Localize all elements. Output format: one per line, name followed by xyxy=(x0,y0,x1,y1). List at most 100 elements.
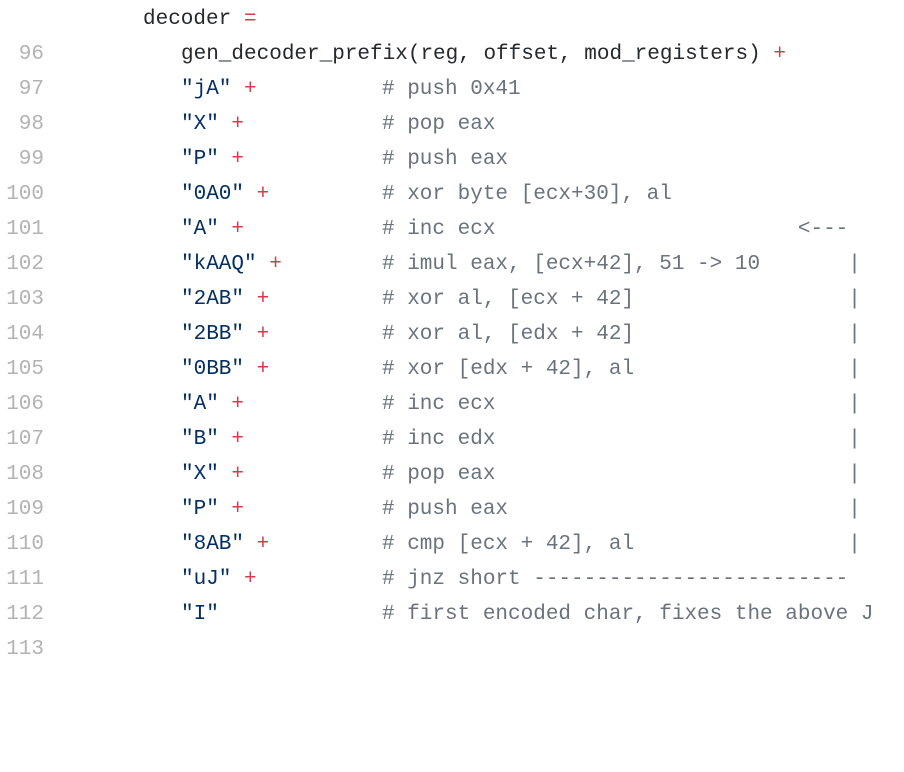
code-text: "2BB" + xyxy=(181,317,269,352)
code-text: "A" + xyxy=(181,387,244,422)
string-literal: "X" xyxy=(181,463,219,486)
comment: # pop eax | xyxy=(382,463,861,486)
string-literal: "2AB" xyxy=(181,288,245,311)
code-text: "X" + xyxy=(181,457,244,492)
comment: # xor al, [ecx + 42] | xyxy=(382,288,861,311)
operator: + xyxy=(256,533,270,556)
operator: + xyxy=(256,358,270,381)
line-number: 106 xyxy=(6,393,44,416)
comment: # xor al, [edx + 42] | xyxy=(382,323,861,346)
line-number: 107 xyxy=(6,428,44,451)
string-literal: "A" xyxy=(181,393,219,416)
code-line: 103 "kAAQ" + # imul eax, [ecx+42], 51 ->… xyxy=(0,247,904,311)
line-number: 100 xyxy=(6,183,44,206)
string-literal: "0A0" xyxy=(181,183,245,206)
operator: + xyxy=(256,323,270,346)
code-line: 109 "X" + # pop eax | xyxy=(0,457,904,521)
code-line: 106 "0BB" + # xor [edx + 42], al | xyxy=(0,352,904,416)
comment: # push eax | xyxy=(382,498,861,521)
line-number: 96 xyxy=(18,43,44,66)
comment: # xor byte [ecx+30], al xyxy=(382,183,672,206)
code-line: 113 "I" # first encoded char, fixes the … xyxy=(0,597,904,661)
line-number: 109 xyxy=(6,498,44,521)
comment: # cmp [ecx + 42], al | xyxy=(382,533,861,556)
code-text: "P" + xyxy=(181,142,244,177)
operator: + xyxy=(256,288,270,311)
line-number: 103 xyxy=(6,288,44,311)
line-number: 99 xyxy=(18,148,44,171)
code-text: "uJ" + xyxy=(181,562,257,597)
code-line: 101 "0A0" + # xor byte [ecx+30], al xyxy=(0,177,904,241)
code-text: "X" + xyxy=(181,107,244,142)
string-literal: "I" xyxy=(181,603,219,626)
code-line: 112 "uJ" + # jnz short -----------------… xyxy=(0,562,904,626)
code-line: 99 "X" + # pop eax xyxy=(0,107,904,171)
operator: = xyxy=(243,8,257,31)
code-text: decoder = xyxy=(143,2,256,37)
code-text: "8AB" + xyxy=(181,527,269,562)
code-text: "A" + xyxy=(181,212,244,247)
line-number: 104 xyxy=(6,323,44,346)
code-text: "B" + xyxy=(181,422,244,457)
operator: + xyxy=(231,393,245,416)
code-text: "I" xyxy=(181,597,219,632)
identifier: decoder xyxy=(143,8,232,31)
line-number: 108 xyxy=(6,463,44,486)
string-literal: "kAAQ" xyxy=(181,253,257,276)
operator: + xyxy=(244,568,257,591)
code-text: "0BB" + xyxy=(181,352,269,387)
operator: + xyxy=(231,463,245,486)
code-line: 98 "jA" + # push 0x41 xyxy=(0,72,904,136)
comment: # jnz short ------------------------- xyxy=(382,568,849,591)
line-number: 102 xyxy=(6,253,44,276)
comment: # push 0x41 xyxy=(382,78,521,101)
comment: # inc edx | xyxy=(382,428,861,451)
comment: # inc ecx <--- xyxy=(382,218,849,241)
line-number: 97 xyxy=(18,78,44,101)
code-line: 100 "P" + # push eax xyxy=(0,142,904,206)
code-line: 111 "8AB" + # cmp [ecx + 42], al | xyxy=(0,527,904,591)
code-text: "0A0" + xyxy=(181,177,269,212)
code-text: "jA" + xyxy=(181,72,257,107)
comment: # pop eax xyxy=(382,113,496,136)
operator: + xyxy=(231,498,245,521)
string-literal: "jA" xyxy=(181,78,232,101)
code-line: 110 "P" + # push eax | xyxy=(0,492,904,556)
operator: + xyxy=(231,218,245,241)
comment: # xor [edx + 42], al | xyxy=(382,358,861,381)
code-line: 104 "2AB" + # xor al, [ecx + 42] | xyxy=(0,282,904,346)
operator: + xyxy=(244,78,257,101)
string-literal: "A" xyxy=(181,218,219,241)
line-number: 110 xyxy=(6,533,44,556)
code-line: 108 "B" + # inc edx | xyxy=(0,422,904,486)
operator: + xyxy=(773,43,786,66)
code-line: 97 gen_decoder_prefix(reg, offset, mod_r… xyxy=(0,37,904,101)
line-number: 98 xyxy=(18,113,44,136)
string-literal: "B" xyxy=(181,428,219,451)
code-text: gen_decoder_prefix(reg, offset, mod_regi… xyxy=(181,37,786,72)
operator: + xyxy=(231,148,245,171)
string-literal: "0BB" xyxy=(181,358,245,381)
line-number: 101 xyxy=(6,218,44,241)
string-literal: "2BB" xyxy=(181,323,245,346)
code-line: 96 decoder = xyxy=(0,2,904,66)
code-line: 102 "A" + # inc ecx <--- xyxy=(0,212,904,276)
code-line: 107 "A" + # inc ecx | xyxy=(0,387,904,451)
operator: + xyxy=(231,113,245,136)
line-number: 113 xyxy=(6,638,44,661)
comment: # push eax xyxy=(382,148,509,171)
string-literal: "P" xyxy=(181,148,219,171)
code-text: "kAAQ" + xyxy=(181,247,282,282)
string-literal: "X" xyxy=(181,113,219,136)
code-view: 96 decoder = 97 gen_decoder_prefix(reg, … xyxy=(0,2,904,661)
comment: # imul eax, [ecx+42], 51 -> 10 | xyxy=(382,253,861,276)
line-number: 111 xyxy=(6,568,44,591)
line-number: 105 xyxy=(6,358,44,381)
comment: # inc ecx | xyxy=(382,393,861,416)
string-literal: "8AB" xyxy=(181,533,245,556)
code-line: 105 "2BB" + # xor al, [edx + 42] | xyxy=(0,317,904,381)
operator: + xyxy=(269,253,282,276)
code-text: "P" + xyxy=(181,492,244,527)
code-text: "2AB" + xyxy=(181,282,269,317)
comment: # first encoded char, fixes the above J xyxy=(382,603,874,626)
